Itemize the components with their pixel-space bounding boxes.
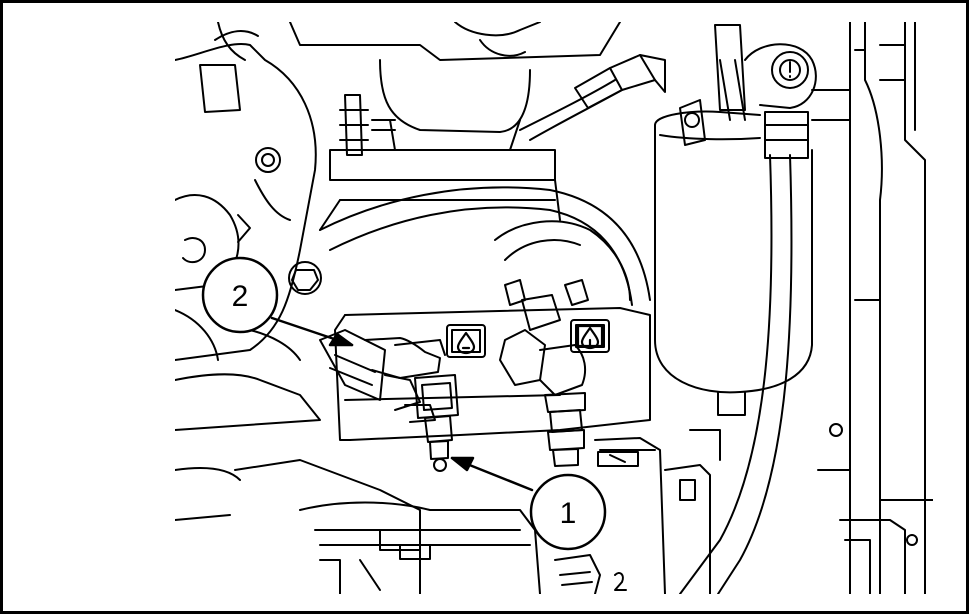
callout-1-label: 1 [560, 497, 577, 530]
arrowhead-1 [450, 456, 475, 472]
fuel-shutoff-valve [499, 279, 589, 467]
callout-2: 2 [201, 256, 279, 334]
frame-rails [817, 22, 933, 594]
callout-1: 1 [529, 473, 607, 551]
lower-pump-block [234, 429, 721, 594]
callout-leaders [270, 316, 534, 492]
engine-fuel-system-illustration: 2 1 [175, 22, 933, 594]
arrowhead-2 [328, 332, 354, 347]
drain-valve [414, 374, 459, 472]
fuel-drop-icon [576, 324, 604, 350]
valve-mounting-bracket [334, 307, 651, 441]
hoses [319, 54, 793, 594]
upper-manifold [289, 22, 621, 231]
drain-drop-icon [456, 331, 476, 355]
engine-housing [175, 22, 322, 521]
callout-2-label: 2 [232, 280, 249, 313]
fuel-filter-canister [654, 24, 851, 416]
